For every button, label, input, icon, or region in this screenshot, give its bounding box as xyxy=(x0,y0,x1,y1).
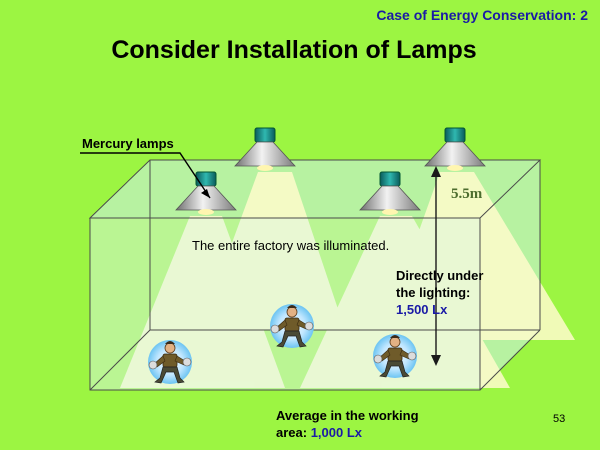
avg-line-2: area: 1,000 Lx xyxy=(276,424,419,441)
worker-icon xyxy=(372,333,418,379)
worker-icon xyxy=(269,303,315,349)
double-arrow-icon xyxy=(431,166,441,366)
mercury-lamp-icon xyxy=(424,127,486,172)
direct-illuminance-note: Directly under the lighting: 1,500 Lx xyxy=(396,267,483,318)
mercury-lamps-label: Mercury lamps xyxy=(82,136,174,151)
worker-icon xyxy=(147,339,193,385)
direct-line-1: Directly under xyxy=(396,268,484,283)
room-outline xyxy=(88,159,542,391)
avg-line-1: Average in the working xyxy=(276,408,419,423)
avg-value: 1,000 Lx xyxy=(310,425,363,440)
pointer-arrow-icon xyxy=(80,152,211,199)
height-label: 5.5m xyxy=(451,186,483,202)
average-illuminance-note: Average in the working area: 1,000 Lx xyxy=(276,407,419,441)
light-beam xyxy=(300,216,510,388)
avg-line-2-prefix: area: xyxy=(276,425,311,440)
direct-line-2: the lighting: xyxy=(396,285,471,300)
case-title: Case of Energy Conservation: 2 xyxy=(376,7,588,23)
page-title: Consider Installation of Lamps xyxy=(0,36,600,65)
direct-value: 1,500 Lx xyxy=(396,302,448,317)
mercury-lamp-icon xyxy=(234,127,296,172)
page-number: 53 xyxy=(553,413,566,425)
illumination-note: The entire factory was illuminated. xyxy=(192,238,390,253)
page-title-text: Consider Installation of Lamps xyxy=(111,36,477,64)
